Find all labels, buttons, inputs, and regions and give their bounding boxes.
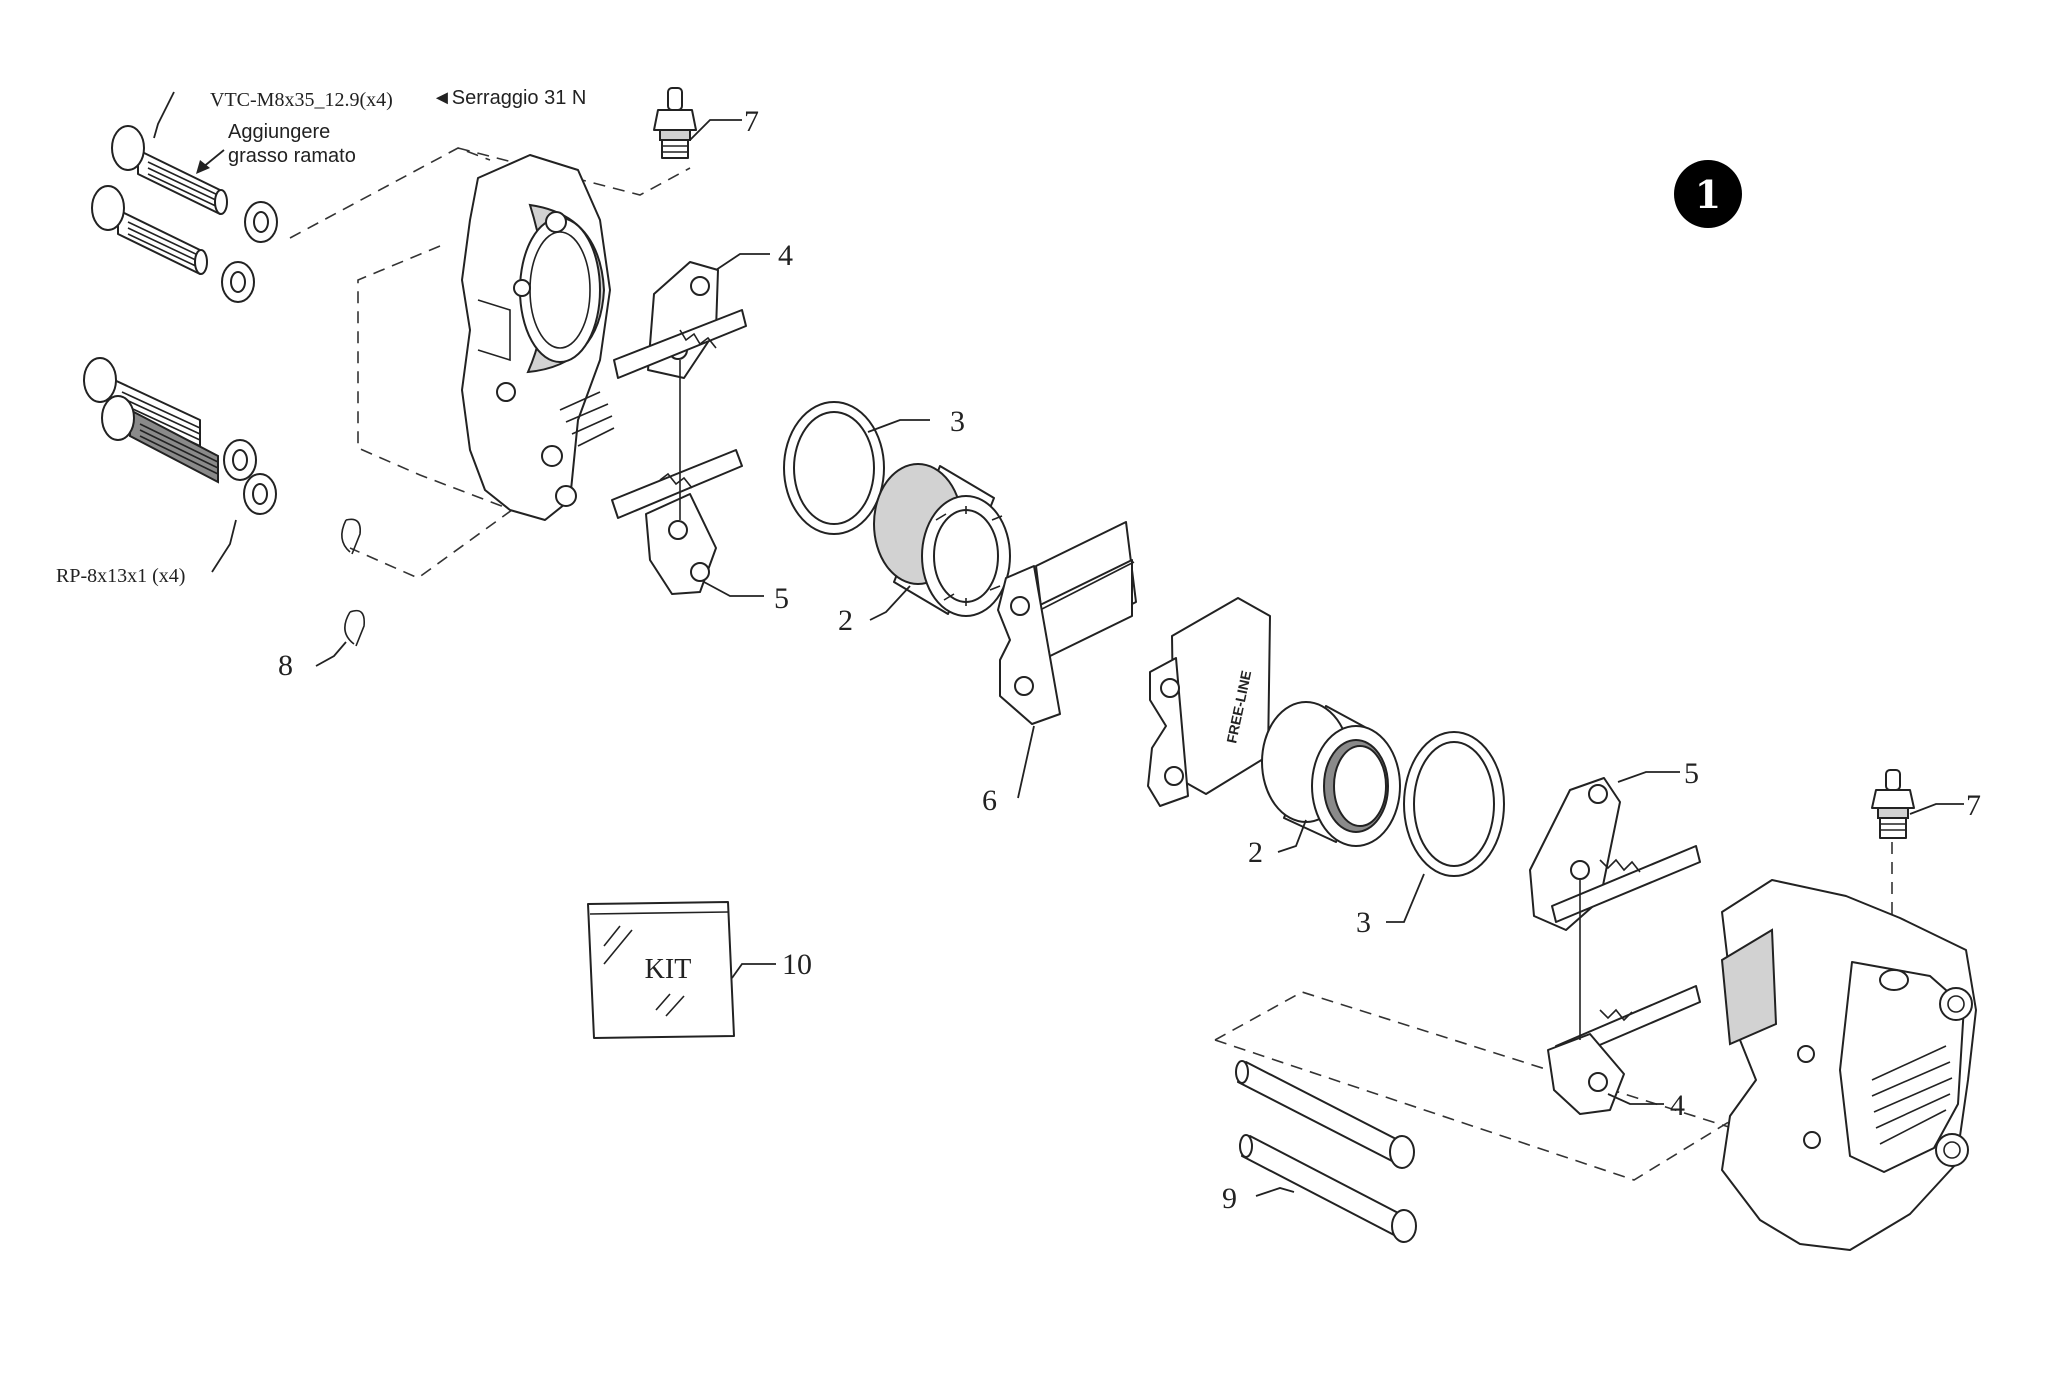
upper-washer-2 bbox=[221, 261, 255, 303]
lower-washer-2 bbox=[243, 473, 277, 515]
piston-left bbox=[873, 463, 1011, 617]
pin-clip-upper bbox=[341, 518, 362, 555]
callout-plate-lower-left: 5 bbox=[774, 582, 789, 615]
spring-plate-upper-right bbox=[1529, 777, 1701, 931]
pin-clip-lower bbox=[344, 609, 366, 647]
callout-bleed-left: 7 bbox=[744, 105, 759, 138]
callout-plate-upper-left: 4 bbox=[778, 239, 793, 272]
callout-seal-right: 3 bbox=[1356, 906, 1371, 939]
callout-pads: 6 bbox=[982, 784, 997, 817]
left-caliper-half bbox=[461, 154, 615, 521]
upper-bolt-1 bbox=[111, 125, 228, 215]
callout-piston-right: 2 bbox=[1248, 836, 1263, 869]
upper-bolt-2 bbox=[91, 185, 208, 275]
callout-bleed-right: 7 bbox=[1966, 789, 1981, 822]
grease-note-line1: Aggiungere bbox=[228, 121, 330, 143]
right-caliper-half bbox=[1720, 879, 1977, 1251]
pad-pin-upper bbox=[1235, 1060, 1415, 1169]
callout-clip: 8 bbox=[278, 649, 293, 682]
callout-numbers: 7 4 3 5 2 6 8 2 3 5 4 7 9 10 bbox=[278, 105, 1981, 1215]
figure-number-badge: 1 bbox=[1674, 160, 1742, 228]
lower-washer-1 bbox=[223, 439, 257, 481]
bolt-spec-note: VTC-M8x35_12.9(x4) bbox=[210, 89, 393, 111]
bleed-valve-left bbox=[653, 87, 697, 159]
brake-pad-right: FREE-LINE bbox=[1147, 597, 1271, 807]
washer-spec-note: RP-8x13x1 (x4) bbox=[56, 565, 185, 587]
seal-ring-left bbox=[783, 401, 885, 535]
annotations: VTC-M8x35_12.9(x4) ◄Serraggio 31 N Aggiu… bbox=[56, 87, 586, 587]
brake-pad-left bbox=[997, 521, 1137, 725]
callout-piston-left: 2 bbox=[838, 604, 853, 637]
pad-pin-lower bbox=[1239, 1134, 1417, 1243]
torque-note: ◄Serraggio 31 N bbox=[432, 87, 586, 109]
kit-bag: KIT bbox=[587, 901, 735, 1039]
seal-ring-right bbox=[1403, 731, 1505, 877]
callout-kit: 10 bbox=[782, 948, 812, 981]
callout-plate-lower-right: 4 bbox=[1670, 1089, 1685, 1122]
spring-plate-lower-left bbox=[611, 449, 743, 595]
spring-plate-lower-right bbox=[1547, 985, 1701, 1115]
callout-plate-upper-right: 5 bbox=[1684, 757, 1699, 790]
upper-washer-1 bbox=[244, 201, 278, 243]
callout-pins: 9 bbox=[1222, 1182, 1237, 1215]
callout-seal-left: 3 bbox=[950, 405, 965, 438]
lower-bolt-2 bbox=[101, 395, 219, 484]
badge-number: 1 bbox=[1695, 172, 1721, 217]
callout-leaders bbox=[315, 119, 1964, 1197]
kit-label: KIT bbox=[645, 954, 692, 985]
bleed-valve-right bbox=[1871, 769, 1915, 839]
piston-right bbox=[1261, 701, 1401, 847]
grease-note-line2: grasso ramato bbox=[228, 145, 356, 167]
spring-plate-upper-left bbox=[613, 261, 747, 379]
